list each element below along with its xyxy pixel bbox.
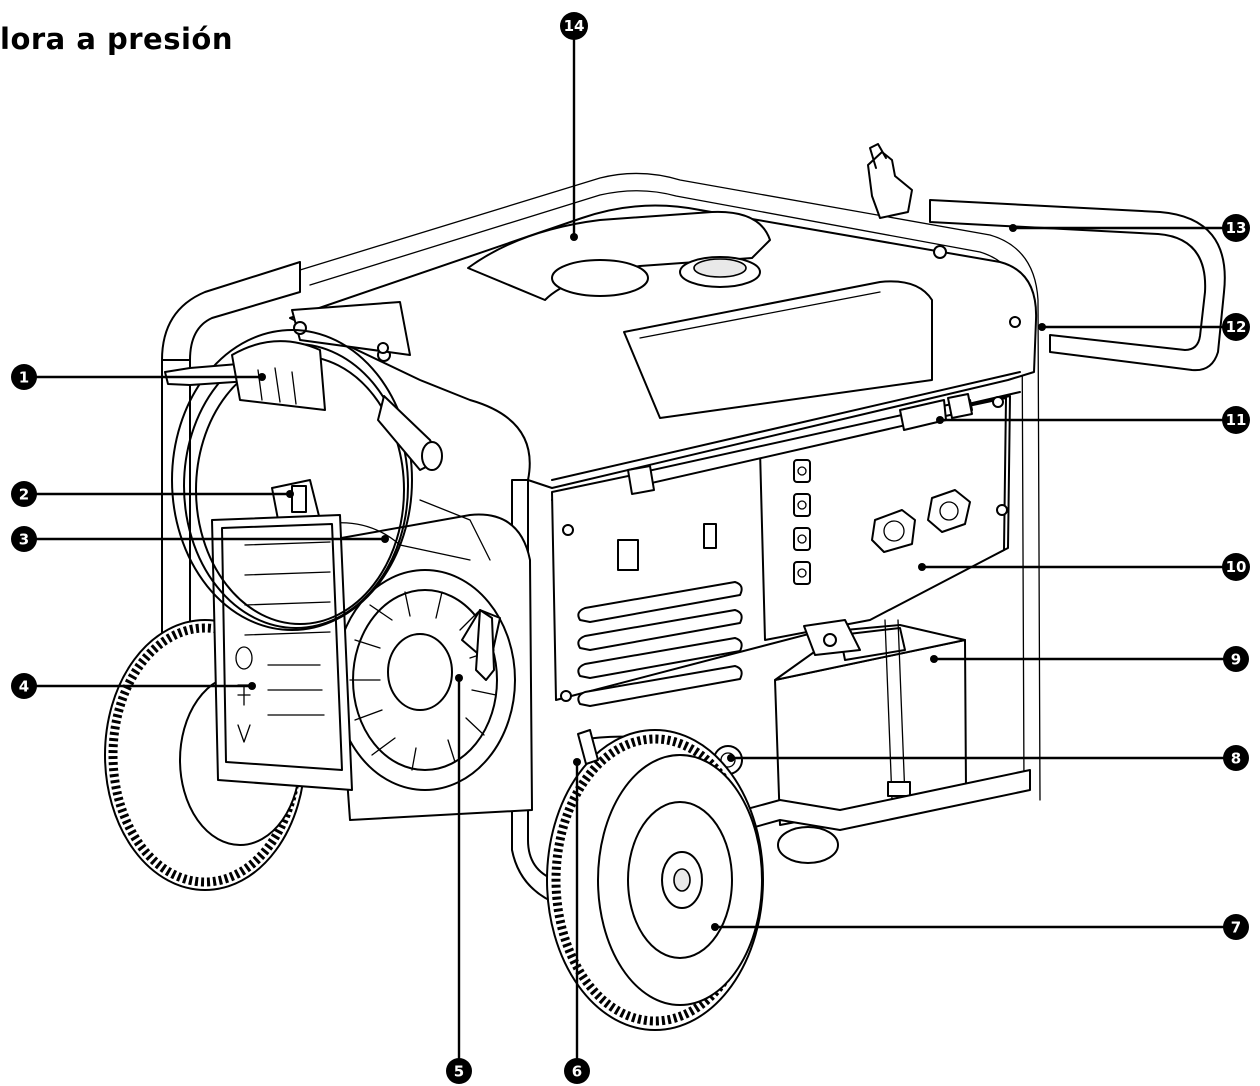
- callout-badge: 9: [1223, 646, 1249, 672]
- callout-badge: 3: [11, 526, 37, 552]
- top-shroud: [289, 204, 1038, 501]
- callout-badge: 7: [1223, 914, 1249, 940]
- callout-badge: 11: [1222, 406, 1250, 434]
- drain-plug: [577, 729, 599, 765]
- callout-badges: 1 2 3 4 5 6 7 8 9 10 11 12 13 14: [11, 12, 1250, 1084]
- callout-label: 1: [19, 369, 29, 387]
- callout-label: 11: [1226, 411, 1247, 429]
- callout-badge: 13: [1222, 214, 1250, 242]
- callout-label: 3: [19, 531, 29, 549]
- engine: [271, 479, 533, 821]
- spray-rod: [627, 393, 973, 495]
- callout-label: 12: [1226, 318, 1247, 336]
- nozzle-set: [793, 459, 811, 585]
- callout-badge: 8: [1223, 745, 1249, 771]
- callout-label: 4: [19, 678, 29, 696]
- callout-badge: 2: [11, 481, 37, 507]
- callout-badge: 10: [1222, 553, 1250, 581]
- callout-label: 8: [1231, 750, 1241, 768]
- callout-label: 9: [1231, 651, 1241, 669]
- callout-badge: 1: [11, 364, 37, 390]
- callout-label: 14: [564, 17, 585, 35]
- front-wheel: [546, 729, 764, 1031]
- callout-label: 6: [572, 1063, 582, 1081]
- battery: [774, 619, 967, 826]
- callout-label: 5: [454, 1063, 464, 1081]
- callout-badge: 4: [11, 673, 37, 699]
- leader-lines: [24, 38, 1236, 1064]
- callout-label: 7: [1231, 919, 1241, 937]
- callout-badge: 12: [1222, 313, 1250, 341]
- hose-coil: [164, 329, 443, 631]
- callout-badge: 14: [560, 12, 588, 40]
- callout-label: 10: [1226, 558, 1247, 576]
- callout-badge: 5: [446, 1058, 472, 1084]
- air-filter: [211, 514, 353, 791]
- handle: [867, 143, 1226, 372]
- callout-label: 2: [19, 486, 29, 504]
- callout-label: 13: [1226, 219, 1247, 237]
- diagram-title: lora a presión: [0, 22, 233, 56]
- callout-badge: 6: [564, 1058, 590, 1084]
